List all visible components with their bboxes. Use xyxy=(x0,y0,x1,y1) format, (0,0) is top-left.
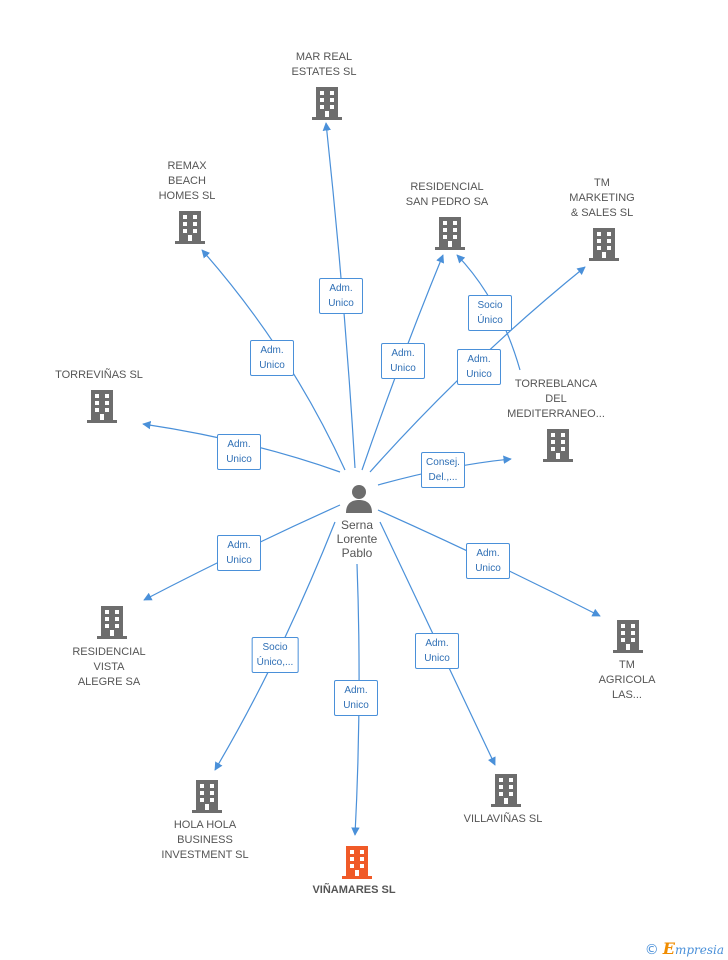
building-icon[interactable] xyxy=(87,388,117,429)
relation-label[interactable]: Adm. Unico xyxy=(319,278,363,314)
brand-logo-text: mpresia xyxy=(674,943,724,957)
building-icon[interactable] xyxy=(97,604,127,645)
building-icon[interactable] xyxy=(435,215,465,256)
building-icon[interactable] xyxy=(613,618,643,659)
person-icon[interactable] xyxy=(344,483,374,513)
relation-label[interactable]: Adm. Unico xyxy=(466,543,510,579)
relation-label[interactable]: Adm. Unico xyxy=(217,434,261,470)
company-label[interactable]: VILLAVIÑAS SL xyxy=(463,813,543,825)
relation-label[interactable]: Adm. Unico xyxy=(250,340,294,376)
brand-footer: ©Empresia xyxy=(645,939,724,958)
company-label[interactable]: TORREBLANCA DEL MEDITERRANEO... xyxy=(507,378,605,420)
building-icon[interactable] xyxy=(312,85,342,126)
relation-label[interactable]: Adm. Unico xyxy=(217,535,261,571)
copyright-icon: © xyxy=(644,942,659,958)
relation-label[interactable]: Socio Único xyxy=(468,295,512,331)
company-label-highlighted[interactable]: VIÑAMARES SL xyxy=(312,884,396,896)
building-icon[interactable] xyxy=(491,772,521,813)
relation-label[interactable]: Adm. Unico xyxy=(381,343,425,379)
company-label[interactable]: HOLA HOLA BUSINESS INVESTMENT SL xyxy=(161,819,249,861)
building-icon[interactable] xyxy=(175,209,205,250)
building-icon-highlighted[interactable] xyxy=(342,844,372,885)
relation-label[interactable]: Adm. Unico xyxy=(415,633,459,669)
company-label[interactable]: RESIDENCIAL VISTA ALEGRE SA xyxy=(72,646,146,688)
company-label[interactable]: TM AGRICOLA LAS... xyxy=(598,659,656,701)
company-label[interactable]: MAR REAL ESTATES SL xyxy=(291,51,357,78)
building-icon[interactable] xyxy=(589,226,619,267)
relation-label[interactable]: Adm. Unico xyxy=(334,680,378,716)
company-label[interactable]: RESIDENCIAL SAN PEDRO SA xyxy=(405,181,489,208)
relation-label[interactable]: Consej. Del.,... xyxy=(421,452,465,488)
brand-logo-initial: E xyxy=(662,939,675,958)
relation-label[interactable]: Socio Único,... xyxy=(251,637,299,673)
building-icon[interactable] xyxy=(192,778,222,819)
company-label[interactable]: TORREVIÑAS SL xyxy=(55,369,143,381)
company-label[interactable]: REMAX BEACH HOMES SL xyxy=(158,160,216,202)
person-name[interactable]: Serna Lorente Pablo xyxy=(336,518,378,560)
relation-label[interactable]: Adm. Unico xyxy=(457,349,501,385)
building-icon[interactable] xyxy=(543,427,573,468)
company-label[interactable]: TM MARKETING & SALES SL xyxy=(569,177,635,219)
